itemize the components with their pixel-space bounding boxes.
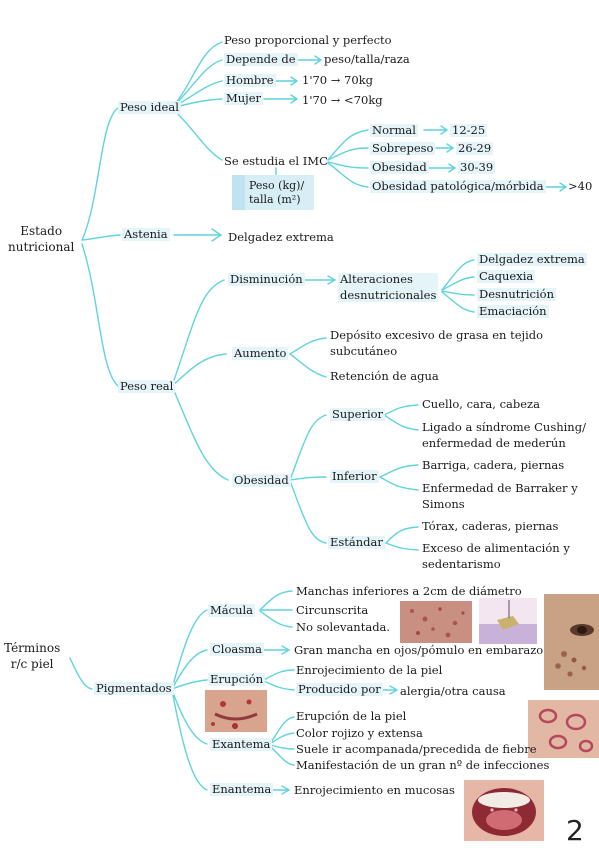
superior-item: Cuello, cara, cabeza [422, 397, 540, 411]
alteraciones-line1: Alteraciones [340, 272, 413, 286]
exantema-item: Erupción de la piel [296, 709, 407, 723]
erupcion-target: alergia/otra causa [400, 684, 506, 698]
root-line2: nutricional [8, 240, 75, 254]
exantema-skin-photo [528, 700, 599, 758]
desnutricion-item: Delgadez extrema [477, 252, 587, 266]
cloasma-value: Gran mancha en ojos/pómulo en embarazo [294, 643, 544, 657]
page-number: 2 [566, 814, 584, 847]
formula-line1: Peso (kg)/ [249, 179, 305, 192]
superior-item: Ligado a síndrome Cushing/ enfermedad de… [422, 421, 586, 450]
erupcion-item: Producido por [296, 682, 383, 696]
inferior-item: Barriga, cadera, piernas [422, 458, 565, 472]
root-estado-nutricional: Estado nutricional [8, 223, 74, 255]
peso-ideal-item: peso/talla/raza [324, 52, 410, 66]
exantema-item: Manifestación de un gran nº de infeccion… [296, 758, 550, 772]
peso-ideal-item: 1'70 → <70kg [302, 93, 383, 107]
macula-item: Circunscrita [296, 603, 369, 617]
cloasma-node: Cloasma [210, 642, 264, 656]
imc-category: Normal [370, 123, 418, 137]
imc-formula-box: Peso (kg)/ talla (m²) [232, 175, 314, 210]
erupcion-face-photo [205, 690, 267, 732]
superior-node: Superior [330, 407, 386, 421]
enantema-value: Enrojecimiento en mucosas [294, 783, 455, 797]
estandar-item: Exceso de alimentación y sedentarismo [422, 542, 570, 571]
peso-ideal-item: Hombre [224, 73, 276, 87]
desnutricion-item: Caquexia [477, 269, 536, 283]
macula-skin-photo [400, 601, 472, 643]
macula-diagram-image [479, 598, 537, 644]
aumento-item: Depósito excesivo de grasa en tejido sub… [330, 329, 543, 358]
superior-item-line1: Ligado a síndrome Cushing/ [422, 420, 586, 434]
estandar-item-line1: Exceso de alimentación y [422, 541, 570, 555]
imc-category: Obesidad patológica/mórbida [370, 179, 546, 193]
imc-formula: Peso (kg)/ talla (m²) [249, 179, 313, 207]
alteraciones-line2: desnutricionales [340, 288, 437, 302]
imc-range: 12-25 [450, 123, 488, 137]
root-line2: r/c piel [10, 657, 54, 671]
erupcion-node: Erupción [208, 672, 266, 686]
desnutricion-item: Emaciación [477, 304, 549, 318]
exantema-item: Suele ir acompanada/precedida de fiebre [296, 742, 537, 756]
formula-line2: talla (m²) [249, 193, 301, 206]
imc-range: 30-39 [458, 160, 496, 174]
desnutricion-item: Desnutrición [477, 287, 556, 301]
inferior-item-line1: Enfermedad de Barraker y [422, 481, 578, 495]
peso-ideal-item: 1'70 → 70kg [302, 73, 374, 87]
imc-category: Sobrepeso [370, 141, 436, 155]
imc-range: 26-29 [456, 141, 494, 155]
exantema-item: Color rojizo y extensa [296, 726, 423, 740]
root-line1: Términos [4, 641, 61, 655]
macula-node: Mácula [208, 603, 256, 617]
peso-ideal-item: Depende de [224, 52, 298, 66]
enantema-node: Enantema [210, 782, 274, 796]
root-terminos-piel: Términos r/c piel [4, 640, 60, 672]
aumento-node: Aumento [232, 346, 289, 360]
obesidad-node: Obesidad [232, 473, 291, 487]
erupcion-item: Enrojecimiento de la piel [296, 663, 443, 677]
macula-item: No solevantada. [296, 620, 391, 634]
exantema-node: Exantema [210, 737, 273, 751]
inferior-item-line2: Simons [422, 497, 465, 511]
cloasma-face-photo [544, 594, 599, 690]
enantema-mouth-photo [464, 780, 544, 841]
estandar-node: Estándar [328, 535, 385, 549]
astenia-node: Astenia [122, 227, 170, 241]
superior-item-line2: enfermedad de mederún [422, 436, 566, 450]
astenia-value: Delgadez extrema [228, 230, 334, 244]
peso-ideal-node: Peso ideal [118, 100, 181, 114]
aumento-item: Retención de agua [330, 369, 439, 383]
pigmentados-node: Pigmentados [94, 681, 174, 695]
imc-category: Obesidad [370, 160, 429, 174]
alteraciones-node: Alteraciones desnutricionales [338, 272, 439, 302]
root-line1: Estado [20, 224, 63, 238]
imc-range: >40 [568, 179, 593, 193]
macula-item: Manchas inferiores a 2cm de diámetro [296, 584, 522, 598]
aumento-item-line2: subcutáneo [330, 344, 398, 358]
disminucion-node: Disminución [228, 272, 305, 286]
formula-box-bar [232, 175, 245, 210]
estandar-item-line2: sedentarismo [422, 557, 501, 571]
estandar-item: Tórax, caderas, piernas [422, 519, 559, 533]
peso-ideal-item: Mujer [224, 91, 264, 105]
aumento-item-line1: Depósito excesivo de grasa en tejido [330, 328, 544, 342]
imc-node: Se estudia el IMC [224, 154, 328, 168]
inferior-node: Inferior [330, 469, 379, 483]
peso-ideal-item: Peso proporcional y perfecto [224, 33, 392, 47]
peso-real-node: Peso real [118, 379, 176, 393]
inferior-item: Enfermedad de Barraker y Simons [422, 482, 578, 511]
